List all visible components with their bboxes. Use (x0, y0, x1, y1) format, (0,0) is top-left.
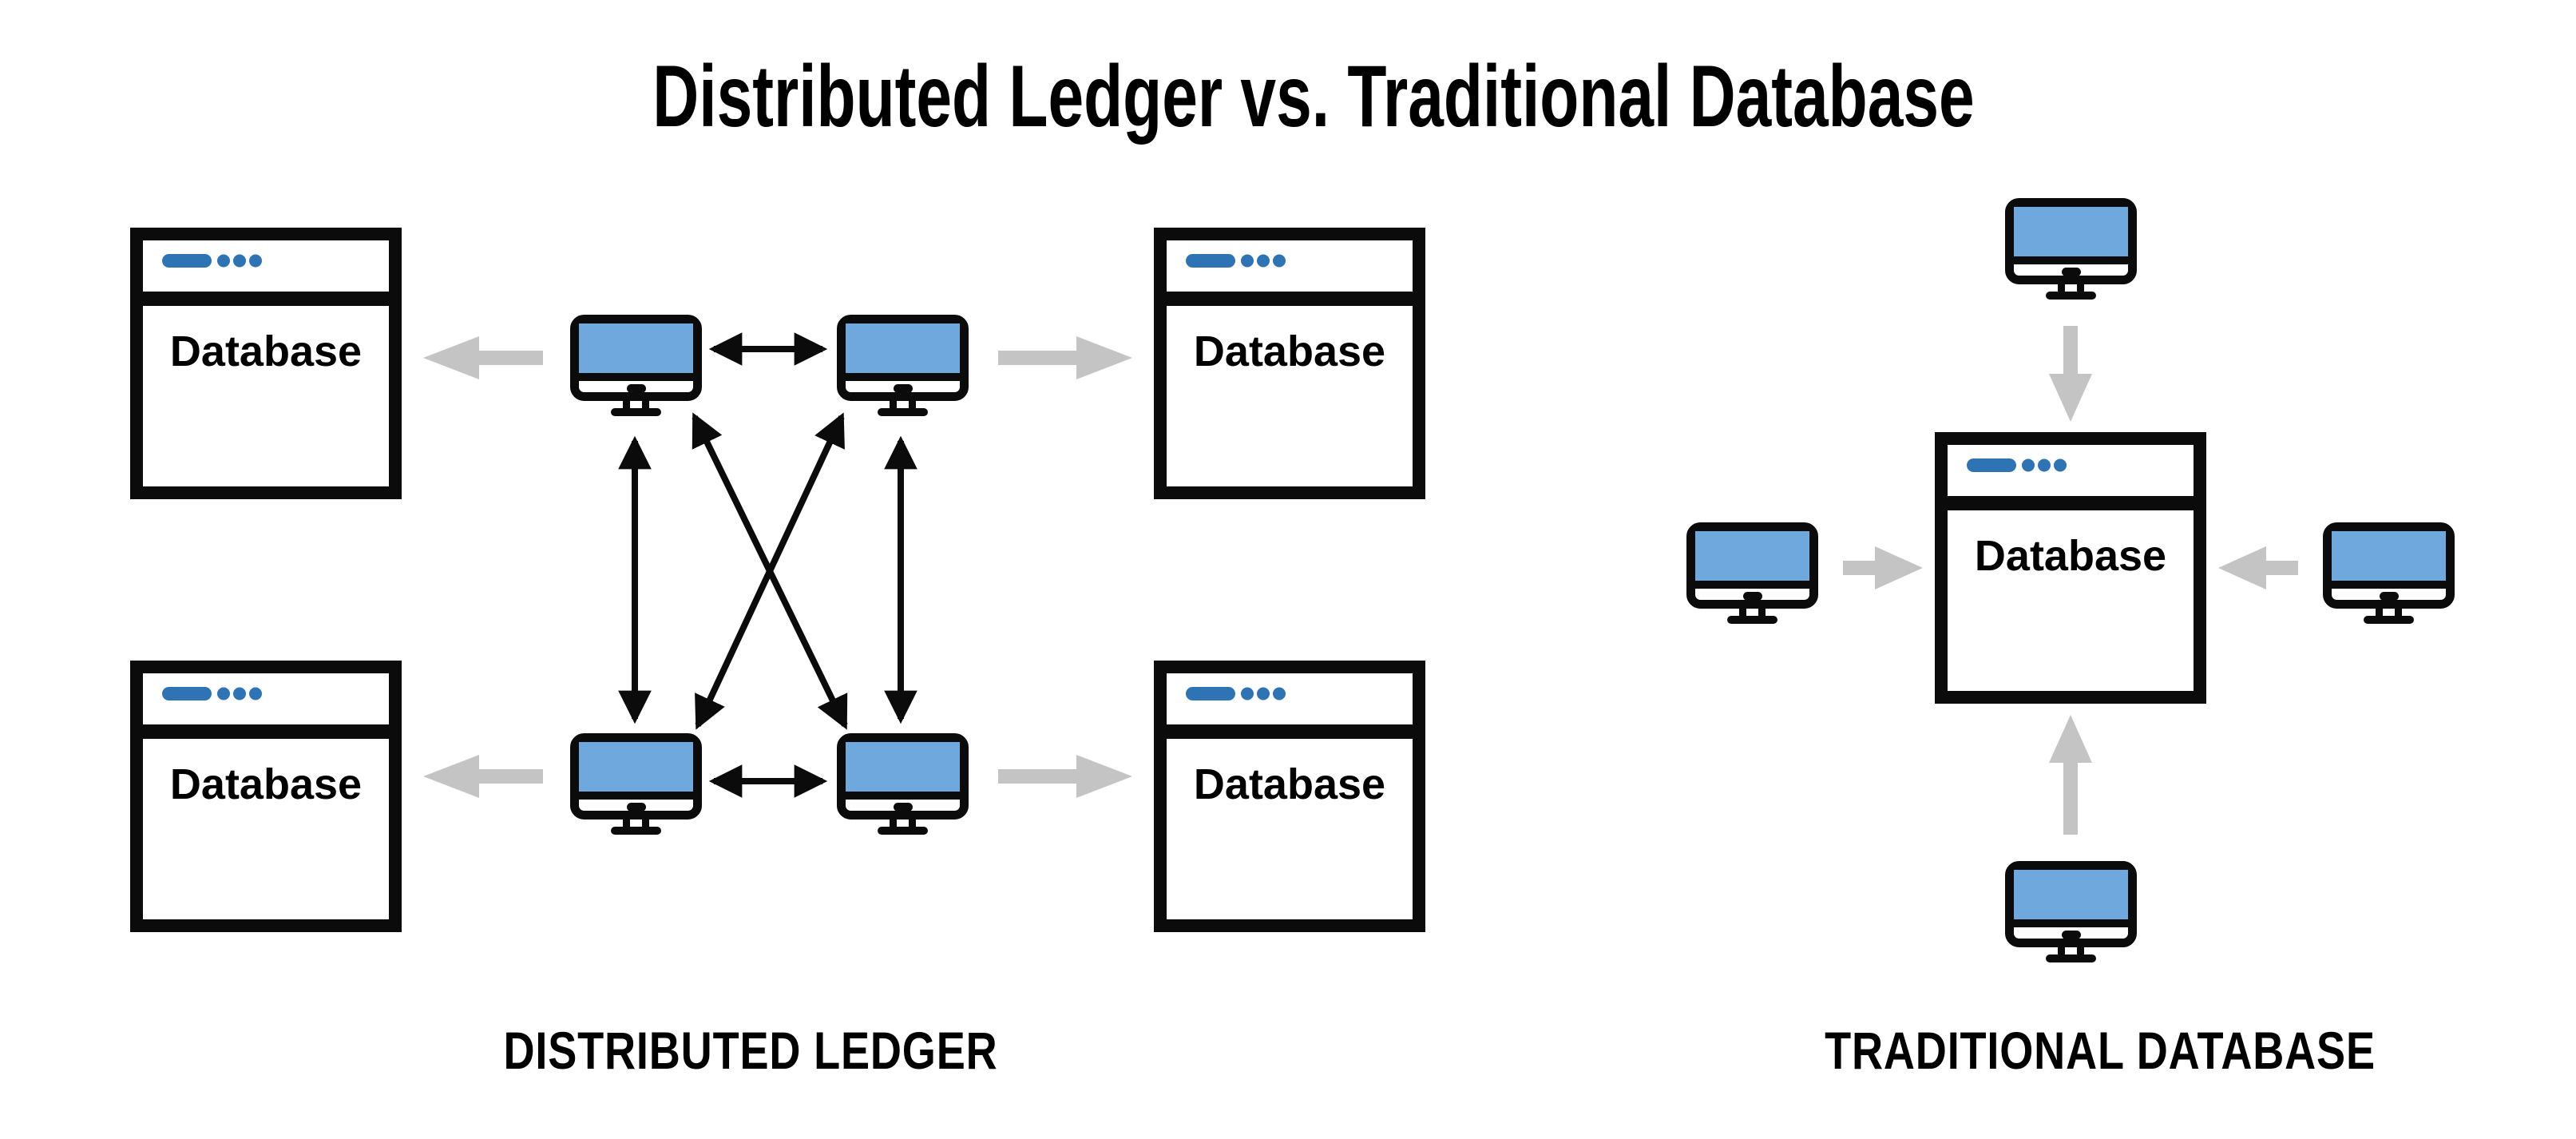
flow-arrow-from-left-client (1843, 546, 1923, 589)
section-label-traditional-database: TRADITIONAL DATABASE (1825, 1021, 2376, 1080)
computer-node-mesh-top-left (575, 319, 698, 417)
database-box-bottom-right: Database (1160, 667, 1419, 926)
flow-arrow-to-bottom-left-database (423, 755, 543, 798)
database-label: Database (170, 760, 362, 808)
flow-arrow-from-bottom-client (2049, 715, 2092, 835)
computer-node-client-top (2010, 203, 2133, 300)
computer-icon (575, 319, 698, 417)
computer-icon (575, 738, 698, 835)
computer-node-mesh-top-right (842, 319, 965, 417)
database-label: Database (1194, 327, 1385, 375)
database-label: Database (1975, 532, 2166, 580)
flow-arrow-to-top-left-database (423, 336, 543, 379)
flow-arrow-to-bottom-right-database (998, 755, 1132, 798)
database-label: Database (1194, 760, 1385, 808)
database-box-top-right: Database (1160, 234, 1419, 493)
computer-icon (2328, 527, 2451, 625)
database-label: Database (170, 327, 362, 375)
page-title: Distributed Ledger vs. Traditional Datab… (652, 48, 1974, 145)
computer-icon (842, 319, 965, 417)
distributed-ledger-panel: Database Database Database Database (137, 234, 1419, 1080)
computer-node-mesh-bottom-left (575, 738, 698, 835)
section-label-distributed-ledger: DISTRIBUTED LEDGER (503, 1021, 997, 1080)
computer-node-client-left (1691, 527, 1814, 625)
computer-icon (1691, 527, 1814, 625)
diagram-title-group: Distributed Ledger vs. Traditional Datab… (652, 48, 1974, 145)
left-section-label-group: DISTRIBUTED LEDGER (503, 1021, 997, 1080)
peer-arrow-diagonal-b (695, 412, 845, 730)
computer-icon (2010, 866, 2133, 963)
computer-node-client-bottom (2010, 866, 2133, 963)
traditional-database-panel: Database TRADITIONAL DATABASE (1691, 203, 2451, 1080)
computer-node-mesh-bottom-right (842, 738, 965, 835)
database-box-central: Database (1941, 439, 2200, 697)
flow-arrow-from-right-client (2218, 546, 2298, 589)
client-access-arrows (1843, 326, 2298, 835)
flow-arrow-to-top-right-database (998, 336, 1132, 379)
computer-icon (2010, 203, 2133, 300)
database-box-top-left: Database (137, 234, 395, 493)
computer-node-client-right (2328, 527, 2451, 625)
ledger-copy-arrows (423, 336, 1132, 798)
flow-arrow-from-top-client (2049, 326, 2092, 422)
peer-mesh-arrows (618, 332, 917, 798)
database-box-bottom-left: Database (137, 667, 395, 926)
computer-icon (842, 738, 965, 835)
right-section-label-group: TRADITIONAL DATABASE (1825, 1021, 2376, 1080)
